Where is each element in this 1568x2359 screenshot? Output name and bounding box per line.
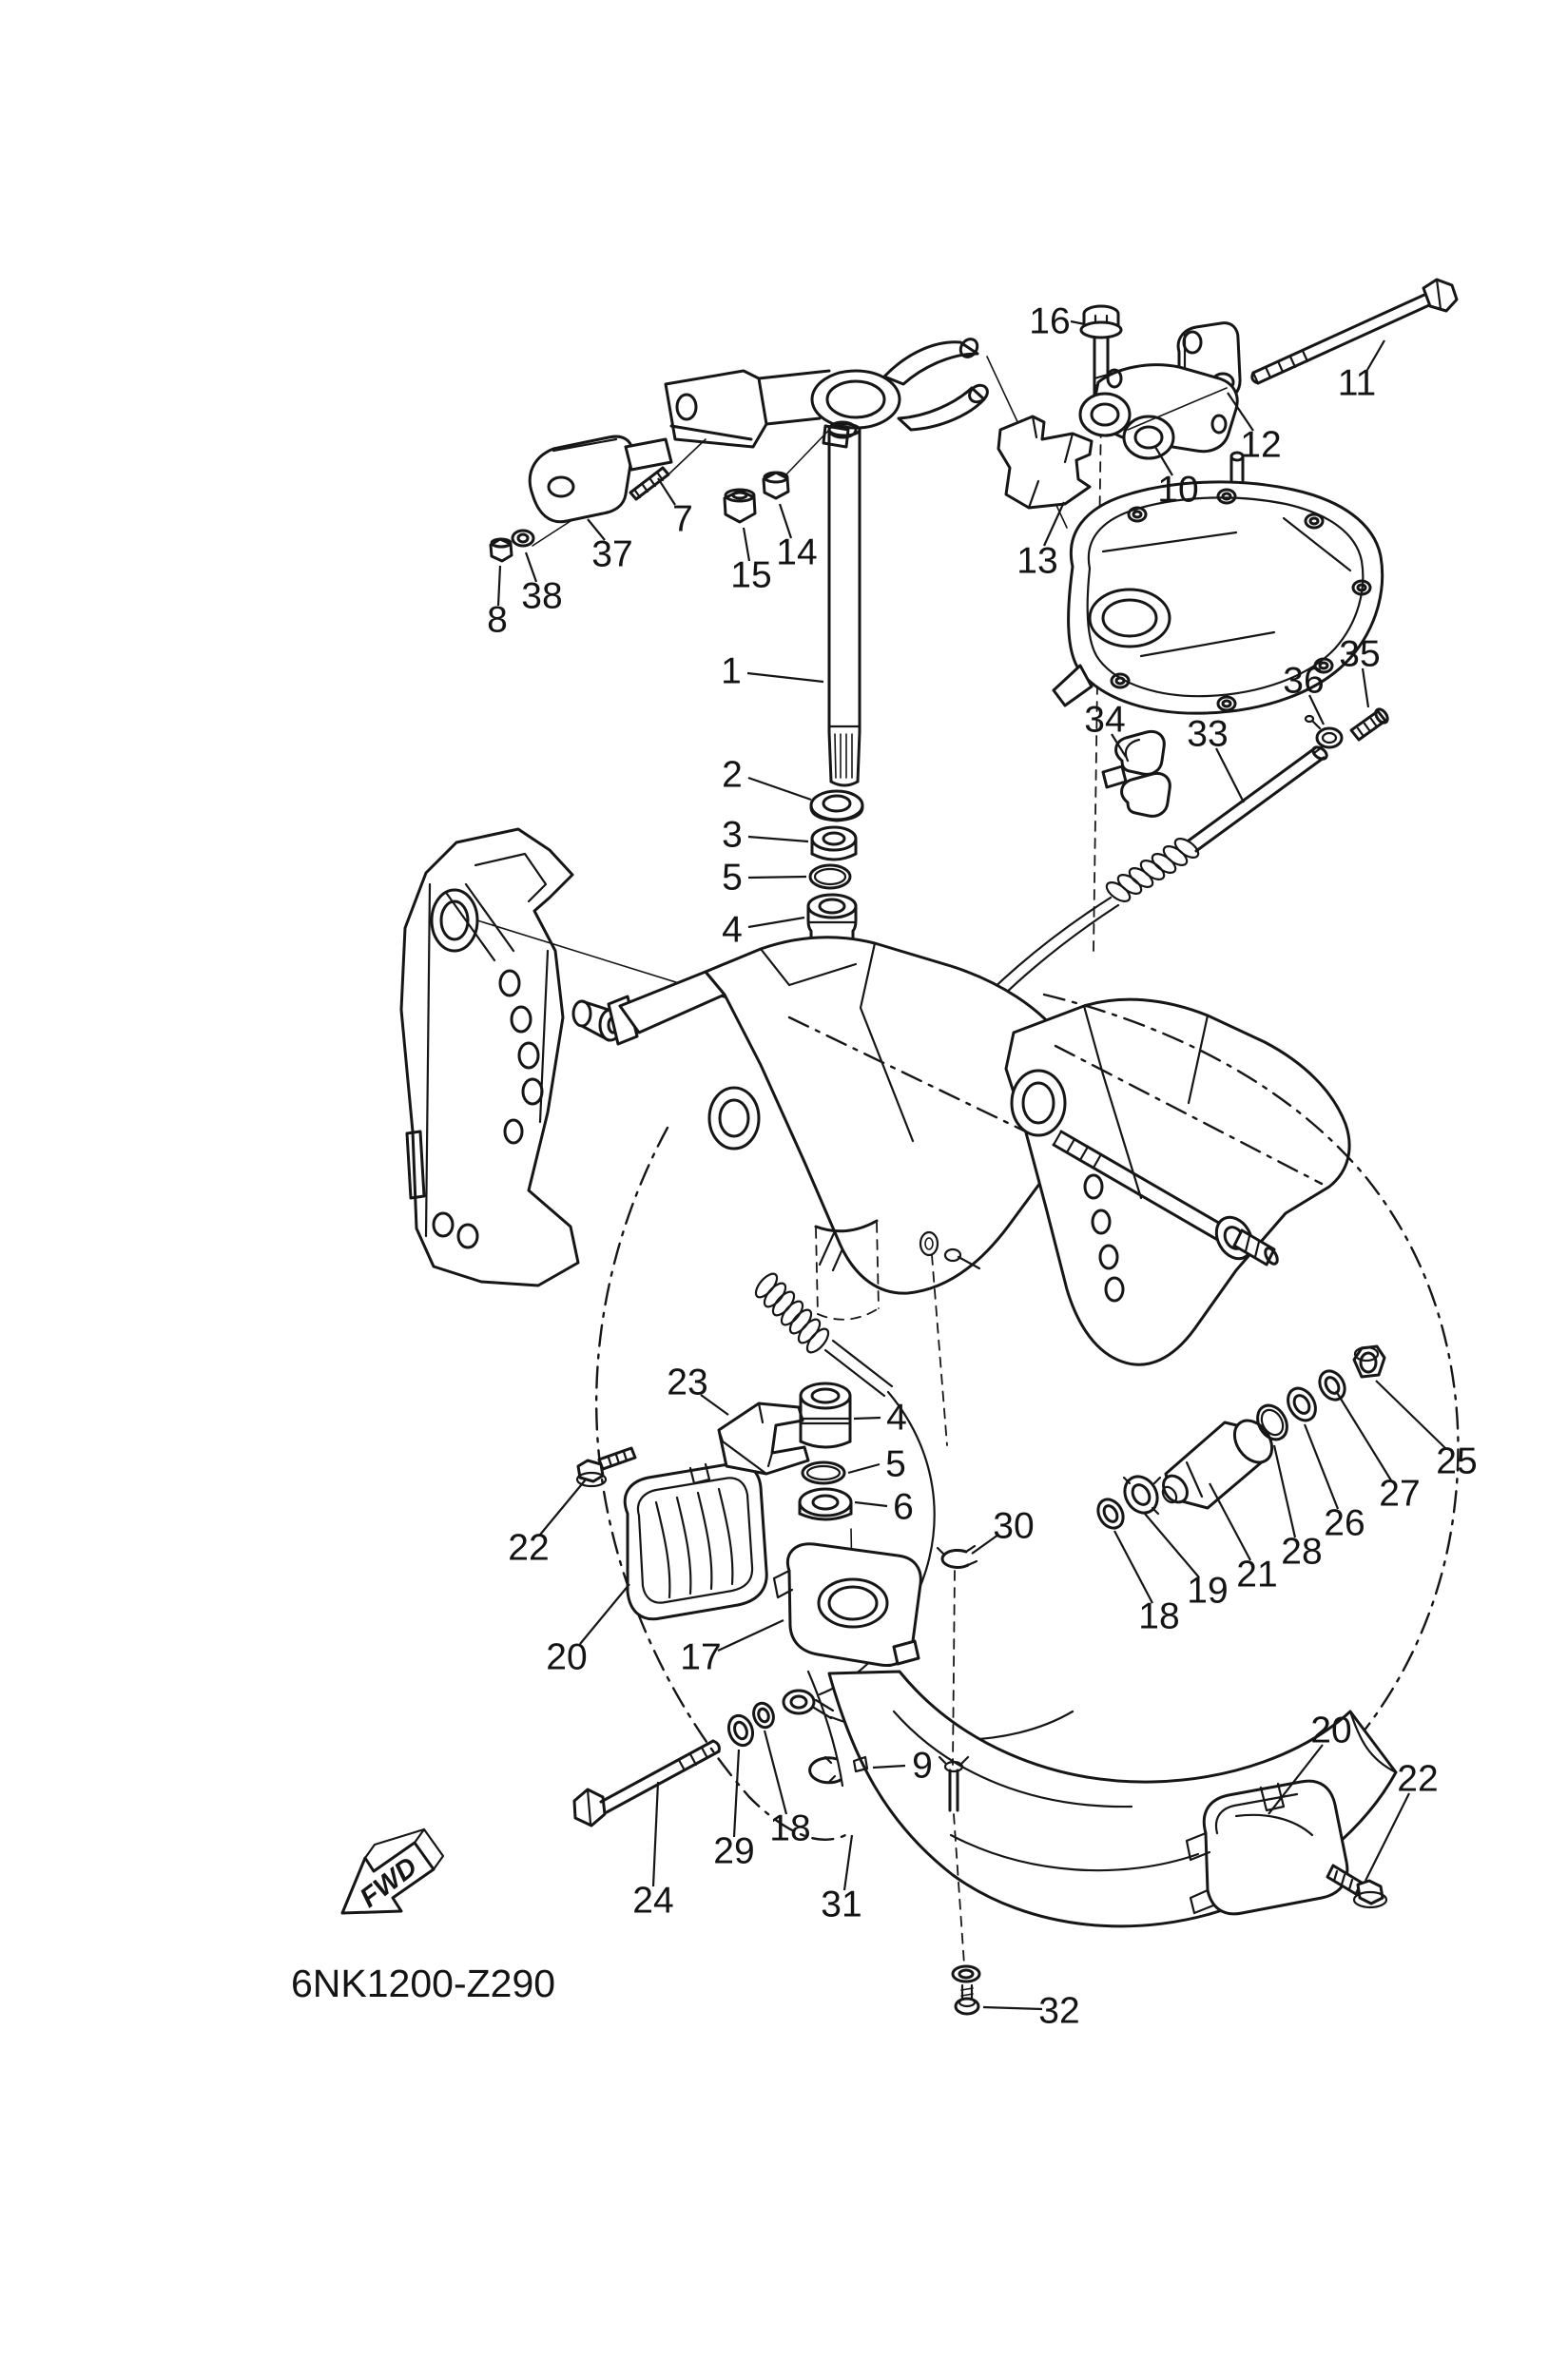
callout-4: 4	[722, 910, 743, 951]
washer-29	[726, 1713, 755, 1748]
bolt-11	[1250, 278, 1459, 385]
callout-20-right: 20	[1310, 1711, 1351, 1751]
callout-28: 28	[1281, 1532, 1322, 1573]
washer-27	[1318, 1369, 1346, 1402]
callout-11: 11	[1338, 363, 1377, 404]
callout-14: 14	[776, 532, 817, 573]
casting-plate	[1052, 451, 1384, 715]
bushing-4-lower	[799, 1382, 852, 1449]
callout-30: 30	[993, 1506, 1034, 1547]
washer-38	[511, 529, 535, 548]
callout-2: 2	[722, 755, 743, 796]
callout-5-lower: 5	[885, 1444, 906, 1485]
washer-26	[1287, 1386, 1317, 1422]
callout-36: 36	[1283, 661, 1324, 702]
nut-15	[723, 488, 757, 524]
callout-5: 5	[722, 858, 743, 899]
diagram-line-art	[340, 278, 1460, 2016]
clip-30	[936, 1544, 978, 1965]
bushing-3	[810, 825, 858, 861]
swivel-bracket	[607, 936, 1084, 1579]
callout-34: 34	[1084, 700, 1125, 741]
callout-19: 19	[1187, 1571, 1228, 1612]
callout-38: 38	[521, 576, 562, 617]
cable-clamp-34	[1101, 729, 1171, 818]
o-ring-28	[1256, 1403, 1288, 1441]
right-clamp-bracket	[919, 997, 1351, 1446]
callout-37: 37	[591, 534, 632, 575]
callout-1: 1	[721, 651, 742, 692]
screw-32	[951, 1964, 981, 2016]
callout-9: 9	[912, 1746, 933, 1787]
bracket-37	[528, 435, 673, 547]
callout-8: 8	[487, 600, 508, 641]
callout-29: 29	[713, 1831, 754, 1872]
seal-19	[1122, 1475, 1162, 1516]
clip-36	[1304, 714, 1344, 755]
seal-6	[798, 1487, 853, 1521]
bolt-22-right	[1326, 1864, 1388, 1909]
callout-24: 24	[632, 1881, 673, 1922]
callout-18-right: 18	[1138, 1596, 1179, 1637]
stud-7	[629, 438, 707, 501]
o-ring-5	[808, 863, 852, 890]
washer-18-lower	[752, 1701, 775, 1730]
cover-20-left	[623, 1461, 768, 1621]
callout-25: 25	[1436, 1441, 1477, 1482]
nut-14	[762, 429, 830, 500]
screw-35	[1349, 707, 1389, 742]
callout-26: 26	[1324, 1503, 1365, 1544]
cover-20-right	[1185, 1779, 1349, 1916]
washer-2	[809, 789, 864, 822]
washer-18-right	[1096, 1498, 1125, 1530]
callout-23: 23	[667, 1363, 707, 1403]
callout-20-left: 20	[546, 1637, 587, 1678]
steering-shaft	[827, 422, 861, 787]
o-ring-5-lower	[801, 1460, 846, 1485]
lever-13	[997, 415, 1094, 510]
callout-35: 35	[1339, 634, 1380, 675]
callout-18-lower: 18	[769, 1808, 810, 1849]
bolt-16	[1079, 304, 1123, 952]
callout-22-left: 22	[508, 1528, 549, 1569]
callout-33: 33	[1187, 714, 1228, 755]
callout-4-lower: 4	[886, 1398, 907, 1439]
diagram-code: 6NK1200-Z290	[291, 1962, 555, 2005]
callout-7: 7	[672, 499, 693, 540]
nut-8	[489, 537, 513, 563]
callout-31: 31	[821, 1885, 861, 1925]
fork-clip-23	[717, 1402, 810, 1476]
callout-3: 3	[722, 815, 743, 856]
c-clip-9	[808, 1755, 869, 1785]
callout-15: 15	[730, 555, 771, 596]
callout-17: 17	[680, 1637, 721, 1678]
callout-32: 32	[1038, 1991, 1079, 2032]
callout-22-right: 22	[1397, 1759, 1438, 1800]
bolt-22-left	[575, 1446, 637, 1488]
callout-6: 6	[893, 1487, 914, 1528]
leader-lines	[496, 319, 1446, 2011]
callout-21: 21	[1236, 1555, 1277, 1595]
bolt-24	[572, 1739, 721, 1827]
fwd-arrow	[340, 1827, 445, 1915]
callout-13: 13	[1016, 541, 1057, 582]
clamp-housing-17	[772, 1542, 922, 1668]
callout-labels: 16 11 12 10 13 7 37 15 14 8 38 1 2 3 5 4…	[487, 301, 1478, 2032]
bracket-10	[1078, 363, 1239, 460]
callout-10: 10	[1157, 470, 1198, 511]
callout-12: 12	[1240, 425, 1281, 466]
nut-25	[1352, 1344, 1386, 1379]
callout-27: 27	[1379, 1474, 1420, 1515]
callout-16: 16	[1029, 301, 1070, 342]
